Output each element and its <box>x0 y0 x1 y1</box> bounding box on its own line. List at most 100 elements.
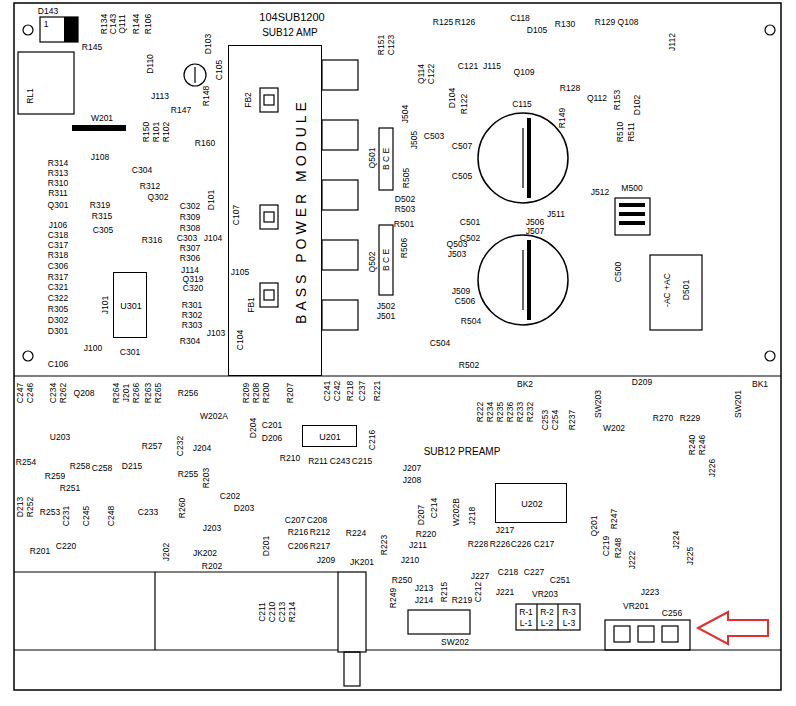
part-label: R200 <box>262 383 271 403</box>
part-label: J507 <box>526 227 544 236</box>
part-label: R264 <box>112 383 121 403</box>
part-label: R208 <box>252 383 261 403</box>
part-label: SW202 <box>441 638 469 647</box>
part-label: R254 <box>16 458 36 467</box>
switch-outline <box>516 604 580 630</box>
part-label: SUB12 AMP <box>262 28 318 38</box>
part-label: C206 <box>288 542 308 551</box>
part-label: Q109 <box>514 68 535 77</box>
part-label: C217 <box>534 540 554 549</box>
part-label: R303 <box>182 321 202 330</box>
part-label: J506 <box>526 218 544 227</box>
part-label: R255 <box>178 470 198 479</box>
connector-pin <box>264 290 274 300</box>
part-label: R253 <box>40 508 60 517</box>
connector-outline <box>615 198 650 235</box>
part-label: R212 <box>310 528 330 537</box>
connector-outline <box>260 283 278 307</box>
part-label: R160 <box>195 139 215 148</box>
part-label: J226 <box>708 459 717 477</box>
callout-arrow <box>698 612 768 644</box>
part-label: J214 <box>415 596 433 605</box>
part-label: J113 <box>151 92 169 101</box>
part-label: C216 <box>368 430 377 450</box>
mounting-hole <box>23 351 33 361</box>
part-label: D206 <box>262 434 282 443</box>
connector-pin <box>264 95 274 105</box>
part-label: D103 <box>204 34 213 54</box>
connector-stripe <box>619 203 645 207</box>
part-label: W202A <box>200 412 228 421</box>
part-label: R265 <box>154 383 163 403</box>
transistor-outline <box>379 128 393 190</box>
part-label: J501 <box>377 312 395 321</box>
part-label: R312 <box>140 182 160 191</box>
part-label: R207 <box>286 383 295 403</box>
wire-link <box>72 125 126 131</box>
heatsink-fin <box>322 120 358 150</box>
part-label: R311 <box>48 189 68 198</box>
part-label: R201 <box>30 547 50 556</box>
part-label: R247 <box>610 509 619 529</box>
part-label: J223 <box>641 588 659 597</box>
part-label: R246 <box>698 435 707 455</box>
part-label: J504 <box>401 105 410 123</box>
part-label: 104SUB1200 <box>259 12 324 23</box>
part-label: -AC +AC <box>663 273 672 307</box>
potentiometer-outline <box>605 620 690 650</box>
part-label: U203 <box>50 433 70 442</box>
part-label: C304 <box>132 166 152 175</box>
heatsink-fin <box>322 180 358 210</box>
connector-stripe <box>619 221 645 225</box>
part-label: D302 <box>48 316 68 325</box>
part-label: D215 <box>122 462 142 471</box>
part-label: B C E <box>382 249 391 271</box>
heatsink-fin <box>322 60 358 90</box>
part-label: C107 <box>232 205 241 225</box>
part-label: Q208 <box>74 389 95 398</box>
part-label: J106 <box>49 221 67 230</box>
part-label: C232 <box>176 436 185 456</box>
part-label: R313 <box>48 169 68 178</box>
part-label: C303 <box>177 234 197 243</box>
part-label: Q111 <box>118 14 127 34</box>
part-label: C248 <box>107 506 116 526</box>
part-label: Q301 <box>48 201 69 210</box>
part-label: J202 <box>162 543 171 561</box>
part-label: W201 <box>91 114 113 123</box>
part-label: R308 <box>180 224 200 233</box>
part-label: R260 <box>178 498 187 518</box>
part-label: R309 <box>180 213 200 222</box>
part-label: J101 <box>101 296 110 314</box>
part-label: BK2 <box>517 380 533 389</box>
part-label: D502 <box>395 195 415 204</box>
part-label: RL1 <box>26 88 35 104</box>
part-label: J221 <box>496 588 514 597</box>
part-label: FB2 <box>244 92 253 108</box>
part-label: 1 <box>44 20 49 29</box>
part-label: R151 <box>377 35 386 55</box>
part-label: C506 <box>455 297 475 306</box>
part-label: R128 <box>560 84 580 93</box>
part-label: R503 <box>395 205 415 214</box>
part-label: D110 <box>146 54 155 74</box>
part-label: C305 <box>93 226 113 235</box>
part-label: J511 <box>547 210 565 219</box>
part-label: C500 <box>614 262 623 282</box>
part-label: C207 <box>285 516 305 525</box>
part-label: R126 <box>455 18 475 27</box>
part-label: D203 <box>234 504 254 513</box>
part-label: R229 <box>680 414 700 423</box>
part-label: R102 <box>162 122 171 142</box>
part-label: C503 <box>424 132 444 141</box>
part-label: C212 <box>474 582 483 602</box>
connector-outline <box>260 205 278 229</box>
part-label: R318 <box>48 251 68 260</box>
part-label: D301 <box>48 327 68 336</box>
part-label: C502 <box>460 234 480 243</box>
part-label: R203 <box>202 468 211 488</box>
part-label: R122 <box>460 94 469 114</box>
part-label: W202B <box>452 498 461 526</box>
part-label: C504 <box>430 339 450 348</box>
part-label: D102 <box>633 95 642 115</box>
